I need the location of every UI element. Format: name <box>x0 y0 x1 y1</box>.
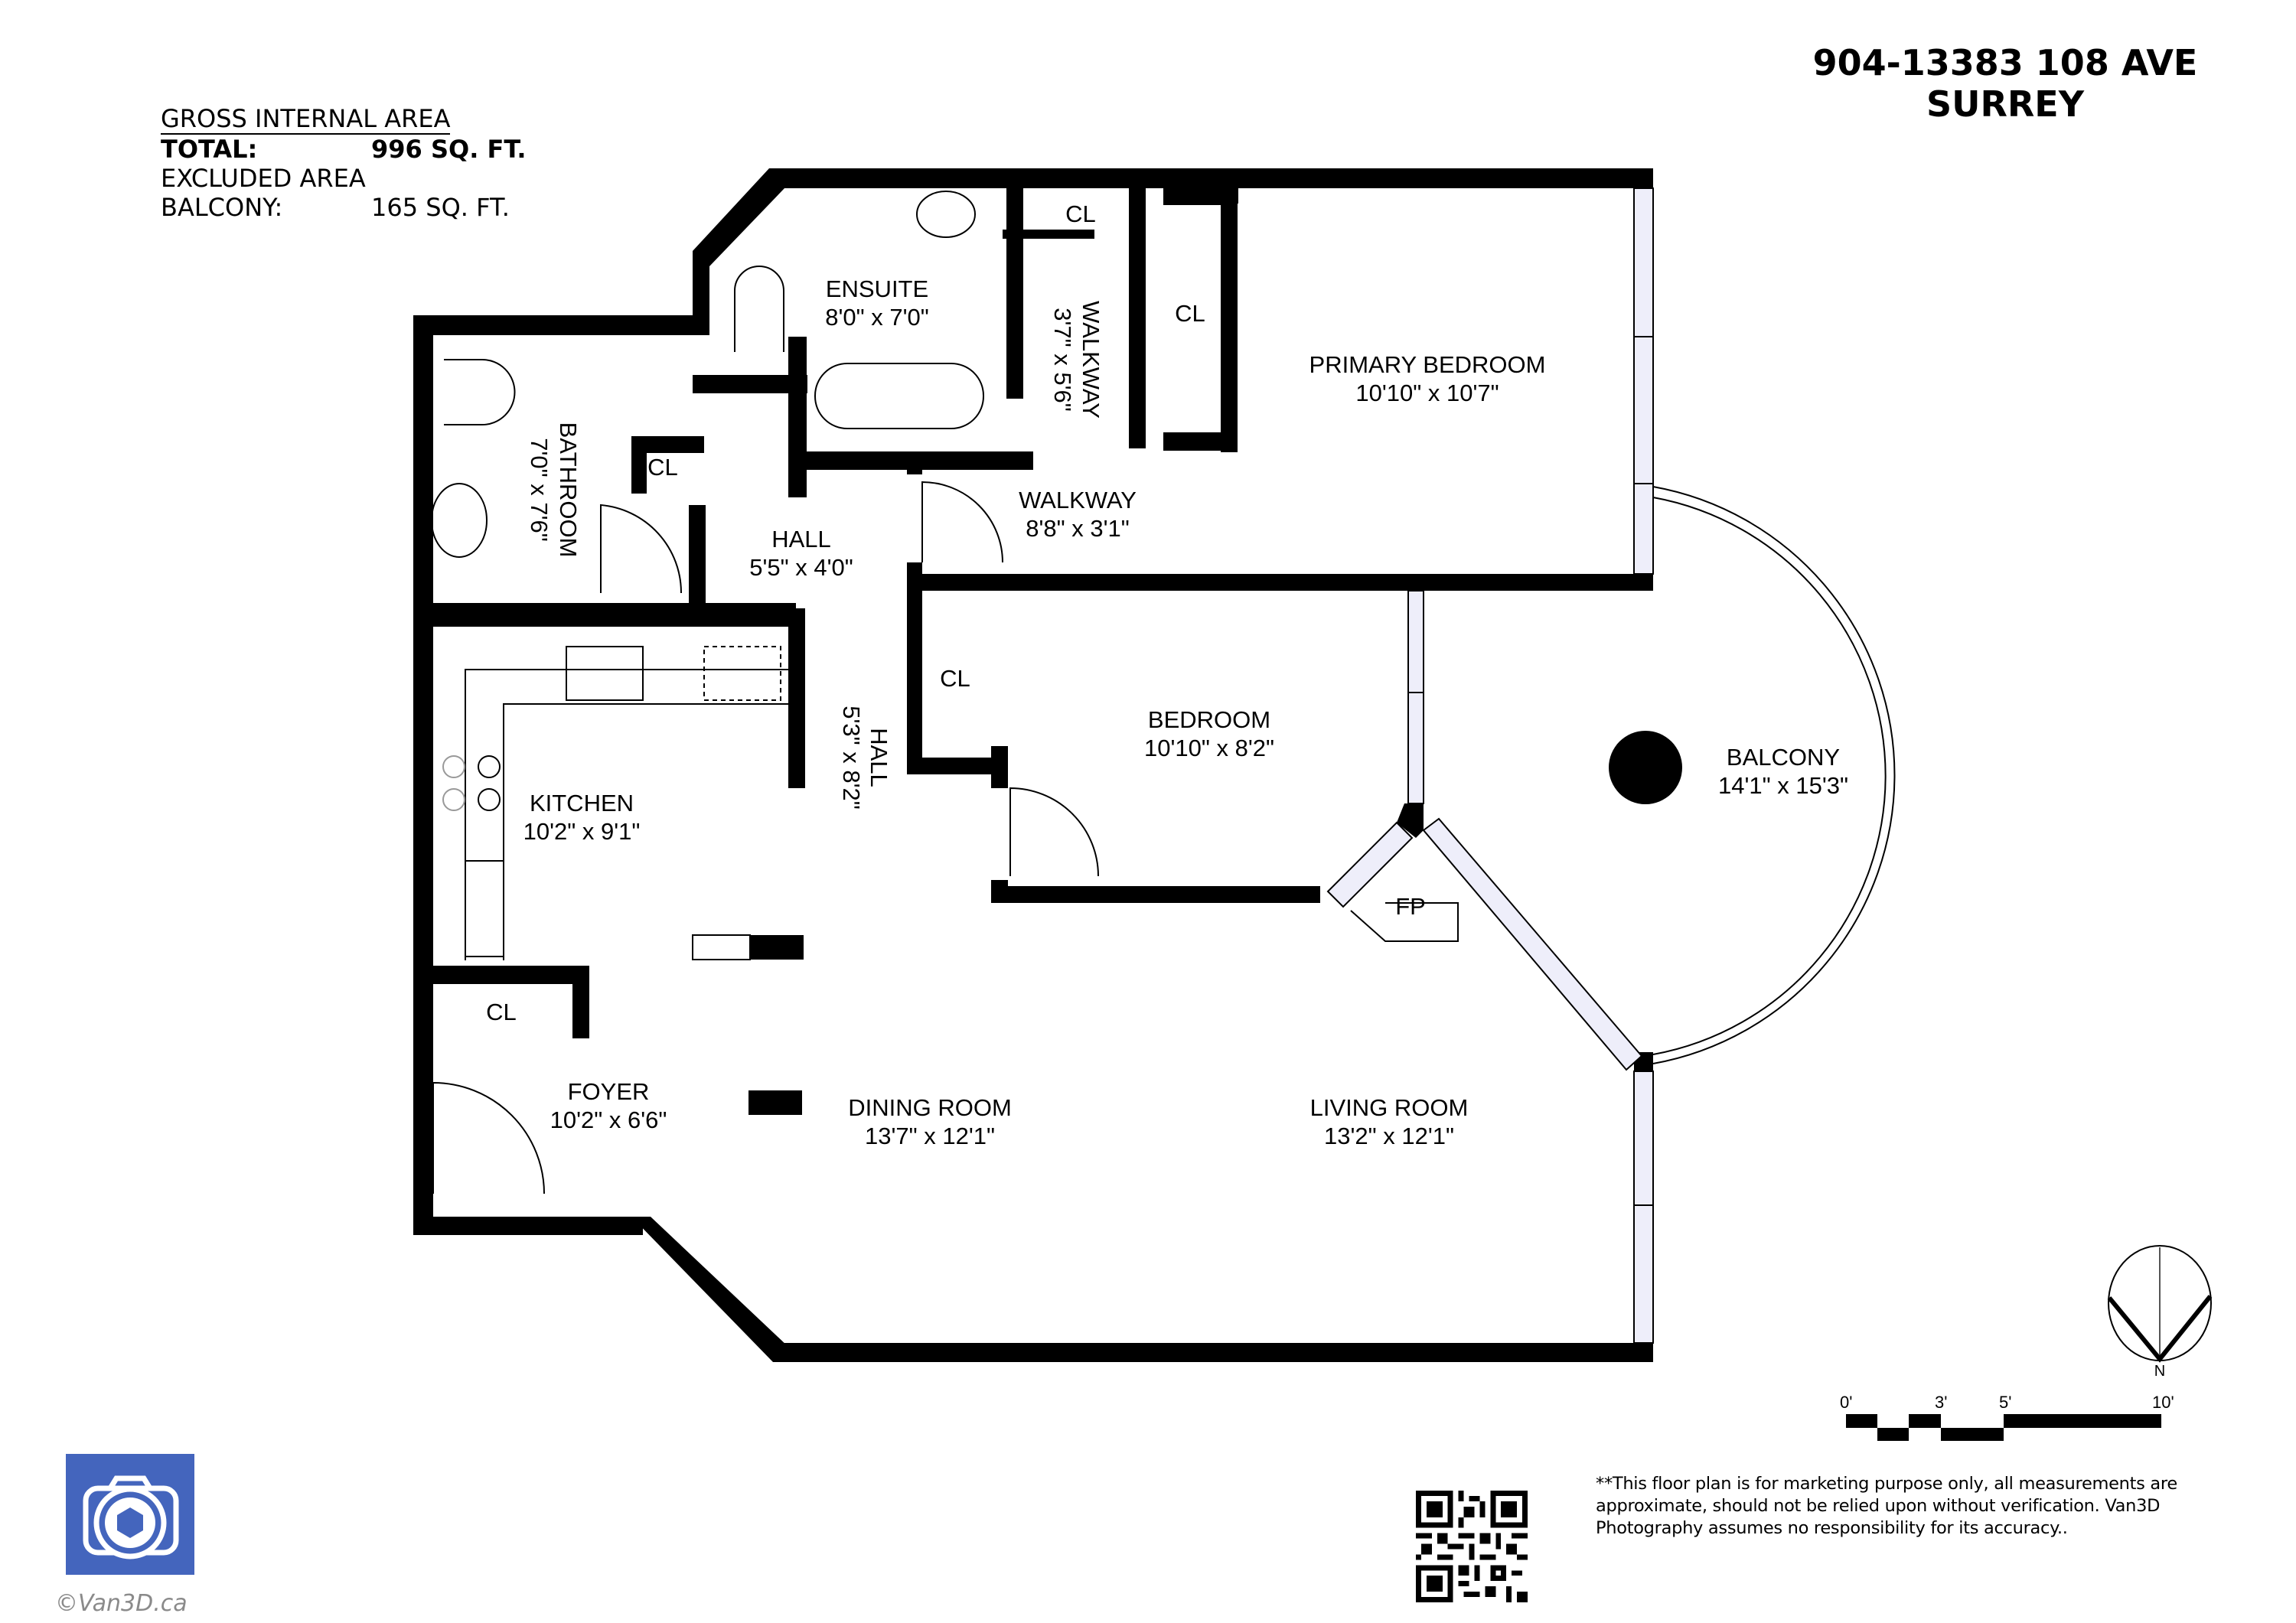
room-labels: ENSUITE 8'0" x 7'0" WALKWAY 3'7" x 5'6" … <box>486 200 1848 1149</box>
address-line-1: 904-13383 108 AVE <box>1812 42 2198 83</box>
balcony-column <box>1609 731 1682 804</box>
room-size: 13'2" x 12'1" <box>1324 1123 1454 1149</box>
room-size: 14'1" x 15'3" <box>1718 772 1848 799</box>
room-size: 7'0" x 7'6" <box>526 438 553 542</box>
disclaimer-text: **This floor plan is for marketing purpo… <box>1596 1474 2177 1538</box>
balcony-label: BALCONY: <box>161 193 283 222</box>
address-line-2: SURREY <box>1926 83 2085 125</box>
room-name: KITCHEN <box>530 790 634 816</box>
room-name: BALCONY <box>1727 744 1840 771</box>
scale-label-10: 10' <box>2152 1393 2174 1412</box>
fireplace-label: FP <box>1395 893 1426 920</box>
room-name: HALL <box>771 526 831 552</box>
scale-label-5: 5' <box>1999 1393 2011 1412</box>
room-size: 10'10" x 10'7" <box>1355 380 1499 406</box>
room-hall-upper: HALL 5'5" x 4'0" <box>749 526 853 581</box>
room-name: DINING ROOM <box>848 1094 1012 1121</box>
total-label: TOTAL: <box>161 135 258 164</box>
area-summary: GROSS INTERNAL AREA TOTAL: 996 SQ. FT. E… <box>161 104 526 222</box>
van3d-logo <box>66 1454 194 1575</box>
room-name: HALL <box>866 728 892 787</box>
room-walkway-horizontal: WALKWAY 8'8" x 3'1" <box>1019 487 1137 542</box>
compass-icon: N <box>2107 1245 2213 1380</box>
property-address: 904-13383 108 AVE SURREY <box>1791 42 2219 125</box>
camera-icon <box>83 1475 179 1559</box>
room-living-room: LIVING ROOM 13'2" x 12'1" <box>1310 1094 1469 1149</box>
scale-label-0: 0' <box>1840 1393 1852 1412</box>
room-size: 10'10" x 8'2" <box>1144 735 1274 761</box>
scale-bar: 0' 3' 5' 10' <box>1840 1393 2174 1441</box>
room-name: BEDROOM <box>1148 706 1270 733</box>
room-size: 10'2" x 9'1" <box>523 818 641 845</box>
north-label: N <box>2154 1363 2165 1380</box>
closet-label: CL <box>1175 300 1205 327</box>
room-size: 10'2" x 6'6" <box>550 1106 667 1133</box>
room-bedroom: BEDROOM 10'10" x 8'2" <box>1144 706 1274 761</box>
windows <box>1326 187 1654 1344</box>
van3d-caption: ©Van3D.ca <box>55 1590 188 1617</box>
balcony-value: 165 SQ. FT. <box>371 193 510 222</box>
closet-label: CL <box>1065 200 1096 227</box>
room-name: PRIMARY BEDROOM <box>1309 351 1546 378</box>
fixtures <box>431 191 1459 1194</box>
closet-label: CL <box>940 665 970 692</box>
room-name: BATHROOM <box>555 422 582 558</box>
excluded-area-title: EXCLUDED AREA <box>161 164 366 193</box>
room-size: 5'5" x 4'0" <box>749 554 853 581</box>
room-size: 8'0" x 7'0" <box>825 304 929 331</box>
closet-label: CL <box>486 999 517 1025</box>
walls <box>413 168 1653 1362</box>
room-balcony: BALCONY 14'1" x 15'3" <box>1718 744 1848 799</box>
room-size: 3'7" x 5'6" <box>1049 308 1076 412</box>
room-bathroom: BATHROOM 7'0" x 7'6" <box>526 422 582 558</box>
total-value: 996 SQ. FT. <box>371 135 527 164</box>
balcony-railing <box>1652 486 1896 1064</box>
gross-area-title: GROSS INTERNAL AREA <box>161 104 451 135</box>
room-kitchen: KITCHEN 10'2" x 9'1" <box>523 790 641 845</box>
room-primary-bedroom: PRIMARY BEDROOM 10'10" x 10'7" <box>1309 351 1546 406</box>
room-name: ENSUITE <box>826 275 928 302</box>
room-dining-room: DINING ROOM 13'7" x 12'1" <box>848 1094 1012 1149</box>
room-size: 13'7" x 12'1" <box>865 1123 995 1149</box>
closet-label: CL <box>647 454 678 481</box>
room-size: 5'3" x 8'2" <box>838 706 865 810</box>
room-size: 8'8" x 3'1" <box>1026 515 1130 542</box>
room-hall-vertical: HALL 5'3" x 8'2" <box>838 706 892 810</box>
room-name: WALKWAY <box>1078 301 1104 419</box>
room-ensuite: ENSUITE 8'0" x 7'0" <box>825 275 929 331</box>
room-name: FOYER <box>568 1078 650 1105</box>
qr-code-icon <box>1416 1491 1528 1602</box>
room-walkway-vertical: WALKWAY 3'7" x 5'6" <box>1049 301 1104 419</box>
room-name: WALKWAY <box>1019 487 1137 513</box>
room-name: LIVING ROOM <box>1310 1094 1469 1121</box>
room-foyer: FOYER 10'2" x 6'6" <box>550 1078 667 1133</box>
scale-label-3: 3' <box>1935 1393 1947 1412</box>
